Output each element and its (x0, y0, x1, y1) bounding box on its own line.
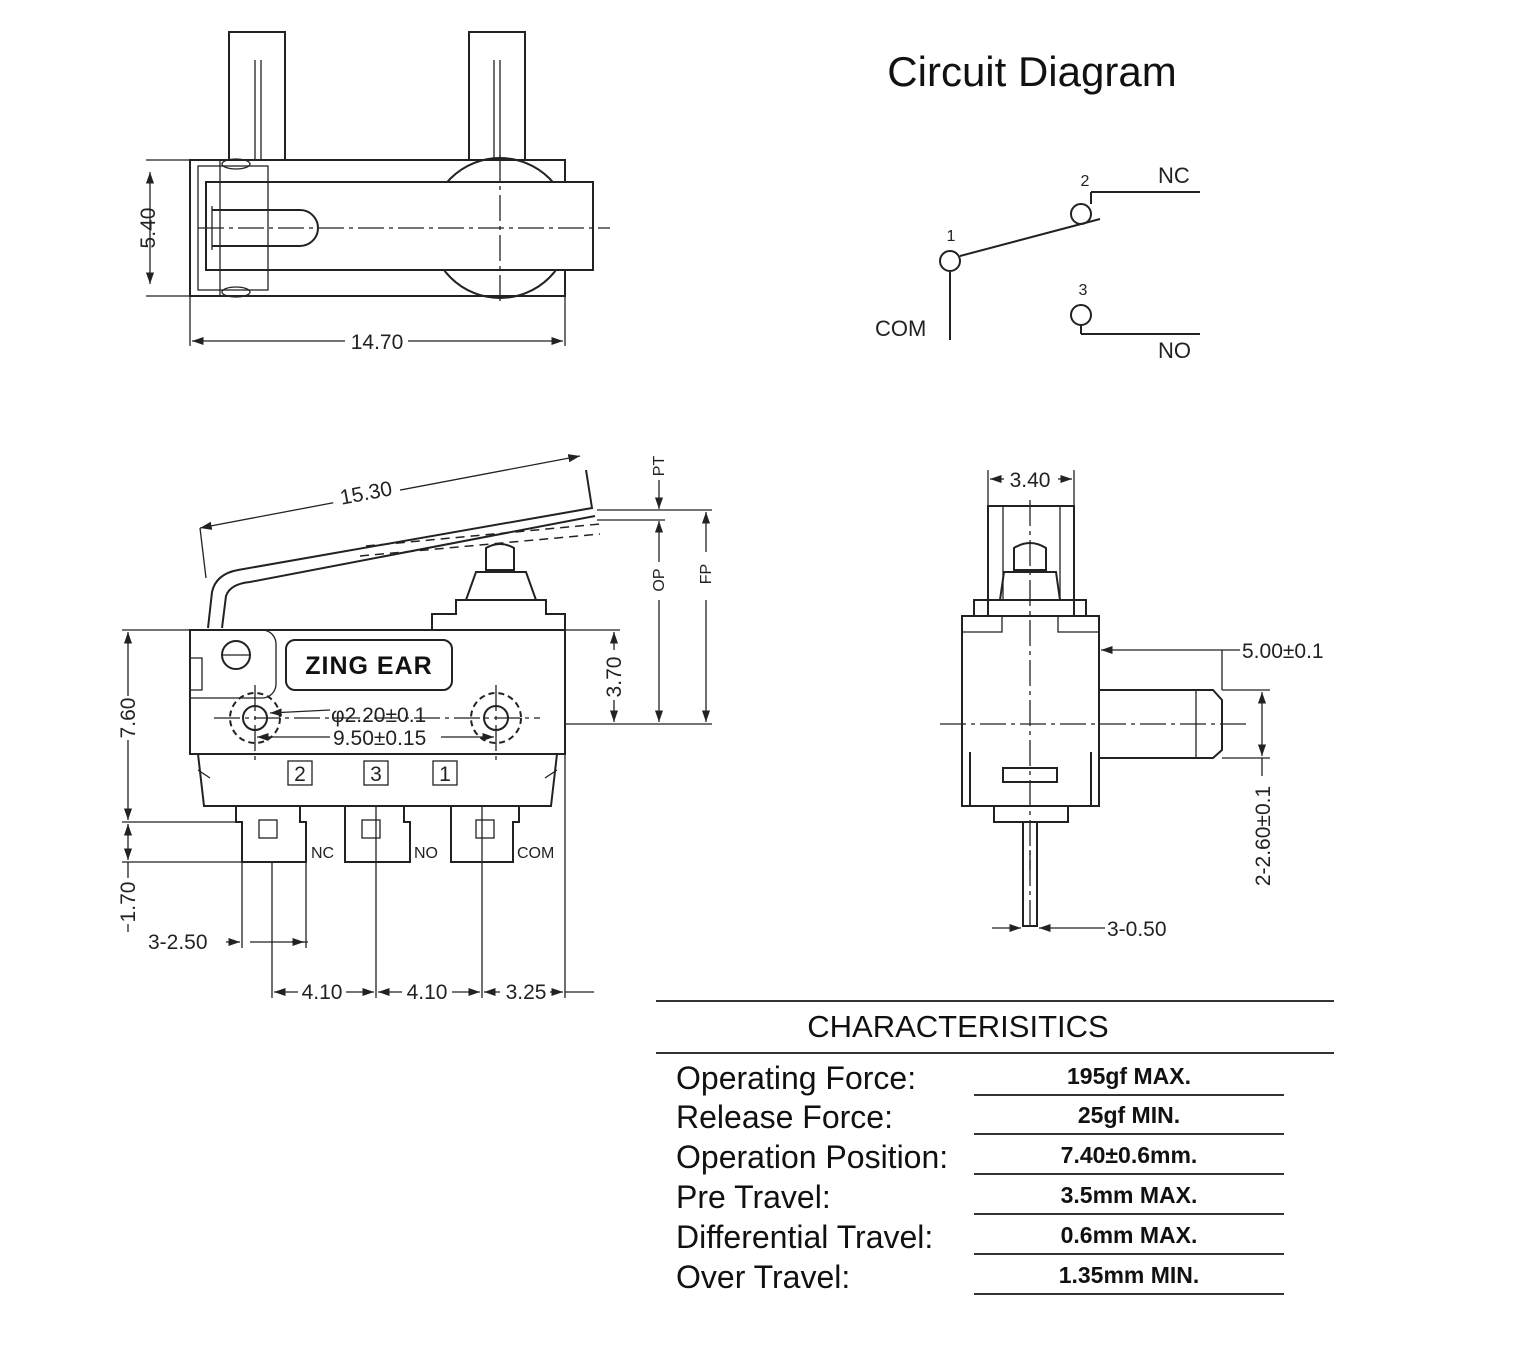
characteristics-heading: CHARACTERISITICS (807, 1009, 1109, 1044)
dim-hole-diameter: φ2.20±0.1 (331, 704, 426, 727)
terminal-box-2: 2 (294, 763, 306, 786)
row-label-operation-position: Operation Position: (676, 1139, 949, 1175)
dim-4-10-a: 4.10 (302, 981, 343, 1004)
top-terminal-left (228, 31, 286, 161)
dim-hole-pitch: 9.50±0.15 (333, 727, 426, 750)
top-lever (205, 181, 594, 271)
dim-3-25: 3.25 (506, 981, 547, 1004)
contact-2 (1070, 203, 1092, 225)
dim-7-60: 7.60 (117, 698, 140, 739)
mounting-hole-right (470, 692, 522, 744)
row-label-differential-travel: Differential Travel: (676, 1219, 934, 1255)
nc-label: NC (1158, 163, 1190, 188)
top-view: 5.40 14.70 (137, 31, 610, 354)
pin-3-label: 3 (1079, 282, 1088, 299)
terminal-com-label: COM (517, 845, 554, 862)
table-rule-header (656, 1052, 1334, 1054)
circuit-diagram: Circuit Diagram 1 2 3 COM NC NO (875, 48, 1200, 363)
row-label-release-force: Release Force: (676, 1099, 893, 1135)
dim-5-40: 5.40 (137, 208, 160, 249)
row-label-over-travel: Over Travel: (676, 1259, 851, 1295)
row-value-pre-travel: 3.5mm MAX. (974, 1177, 1284, 1215)
row-value-release-force: 25gf MIN. (974, 1097, 1284, 1135)
table-rule-top (656, 1000, 1334, 1002)
terminal-nc-label: NC (311, 845, 334, 862)
side-plunger (1013, 542, 1047, 571)
row-value-differential-travel: 0.6mm MAX. (974, 1217, 1284, 1255)
row-value-over-travel: 1.35mm MIN. (974, 1257, 1284, 1295)
no-label: NO (1158, 338, 1191, 363)
dim-5-00: 5.00±0.1 (1242, 640, 1324, 663)
row-value-operating-force: 195gf MAX. (974, 1058, 1284, 1096)
plunger (485, 543, 515, 571)
characteristics-table: CHARACTERISITICS Operating Force: 195gf … (656, 1000, 1334, 1340)
terminal-com (450, 806, 520, 863)
dim-fp: FP (698, 564, 715, 584)
dim-4-10-b: 4.10 (407, 981, 448, 1004)
row-label-operating-force: Operating Force: (676, 1060, 917, 1096)
row-label-pre-travel: Pre Travel: (676, 1179, 831, 1215)
pin-2-label: 2 (1081, 173, 1090, 190)
dim-3-70: 3.70 (603, 657, 626, 698)
top-terminal-right (468, 31, 526, 161)
dim-3-2-50: 3-2.50 (148, 931, 208, 954)
terminal-no-label: NO (414, 845, 438, 862)
table-row: Over Travel: 1.35mm MIN. (656, 1257, 1334, 1297)
front-body (189, 629, 566, 755)
table-row: Pre Travel: 3.5mm MAX. (656, 1177, 1334, 1217)
dim-2-2-60: 2-2.60±0.1 (1252, 786, 1275, 886)
dim-3-40: 3.40 (1010, 469, 1051, 492)
lever-arm (207, 469, 594, 629)
terminal-no (344, 806, 411, 863)
dim-14-70: 14.70 (351, 331, 404, 354)
circuit-title: Circuit Diagram (887, 48, 1176, 95)
front-view: ZING EAR φ2.20±0.1 9.50±0.15 2 3 1 NC NO (117, 454, 715, 1004)
terminal-box-1: 1 (439, 763, 451, 786)
dim-op: OP (651, 568, 668, 591)
dim-pt: PT (651, 456, 668, 477)
side-view: 3.40 5.00±0.1 2-2.60±0.1 3-0.50 (940, 469, 1324, 941)
switch-blade (959, 218, 1101, 257)
dim-3-0-50: 3-0.50 (1107, 918, 1167, 941)
brand-label-box (285, 639, 453, 691)
contact-1 (939, 250, 961, 272)
table-row: Differential Travel: 0.6mm MAX. (656, 1217, 1334, 1257)
table-row: Release Force: 25gf MIN. (656, 1097, 1334, 1137)
contact-3 (1070, 304, 1092, 326)
table-row: Operation Position: 7.40±0.6mm. (656, 1137, 1334, 1177)
row-value-operation-position: 7.40±0.6mm. (974, 1137, 1284, 1175)
side-terminal (1099, 689, 1223, 759)
table-row: Operating Force: 195gf MAX. (656, 1058, 1334, 1098)
dim-1-70: 1.70 (117, 882, 140, 923)
pin-1-label: 1 (947, 228, 956, 245)
terminal-nc (235, 806, 307, 863)
com-label: COM (875, 316, 926, 341)
brand-text: ZING EAR (305, 652, 432, 680)
terminal-box-3: 3 (370, 763, 382, 786)
dim-lever-length: 15.30 (338, 477, 394, 509)
